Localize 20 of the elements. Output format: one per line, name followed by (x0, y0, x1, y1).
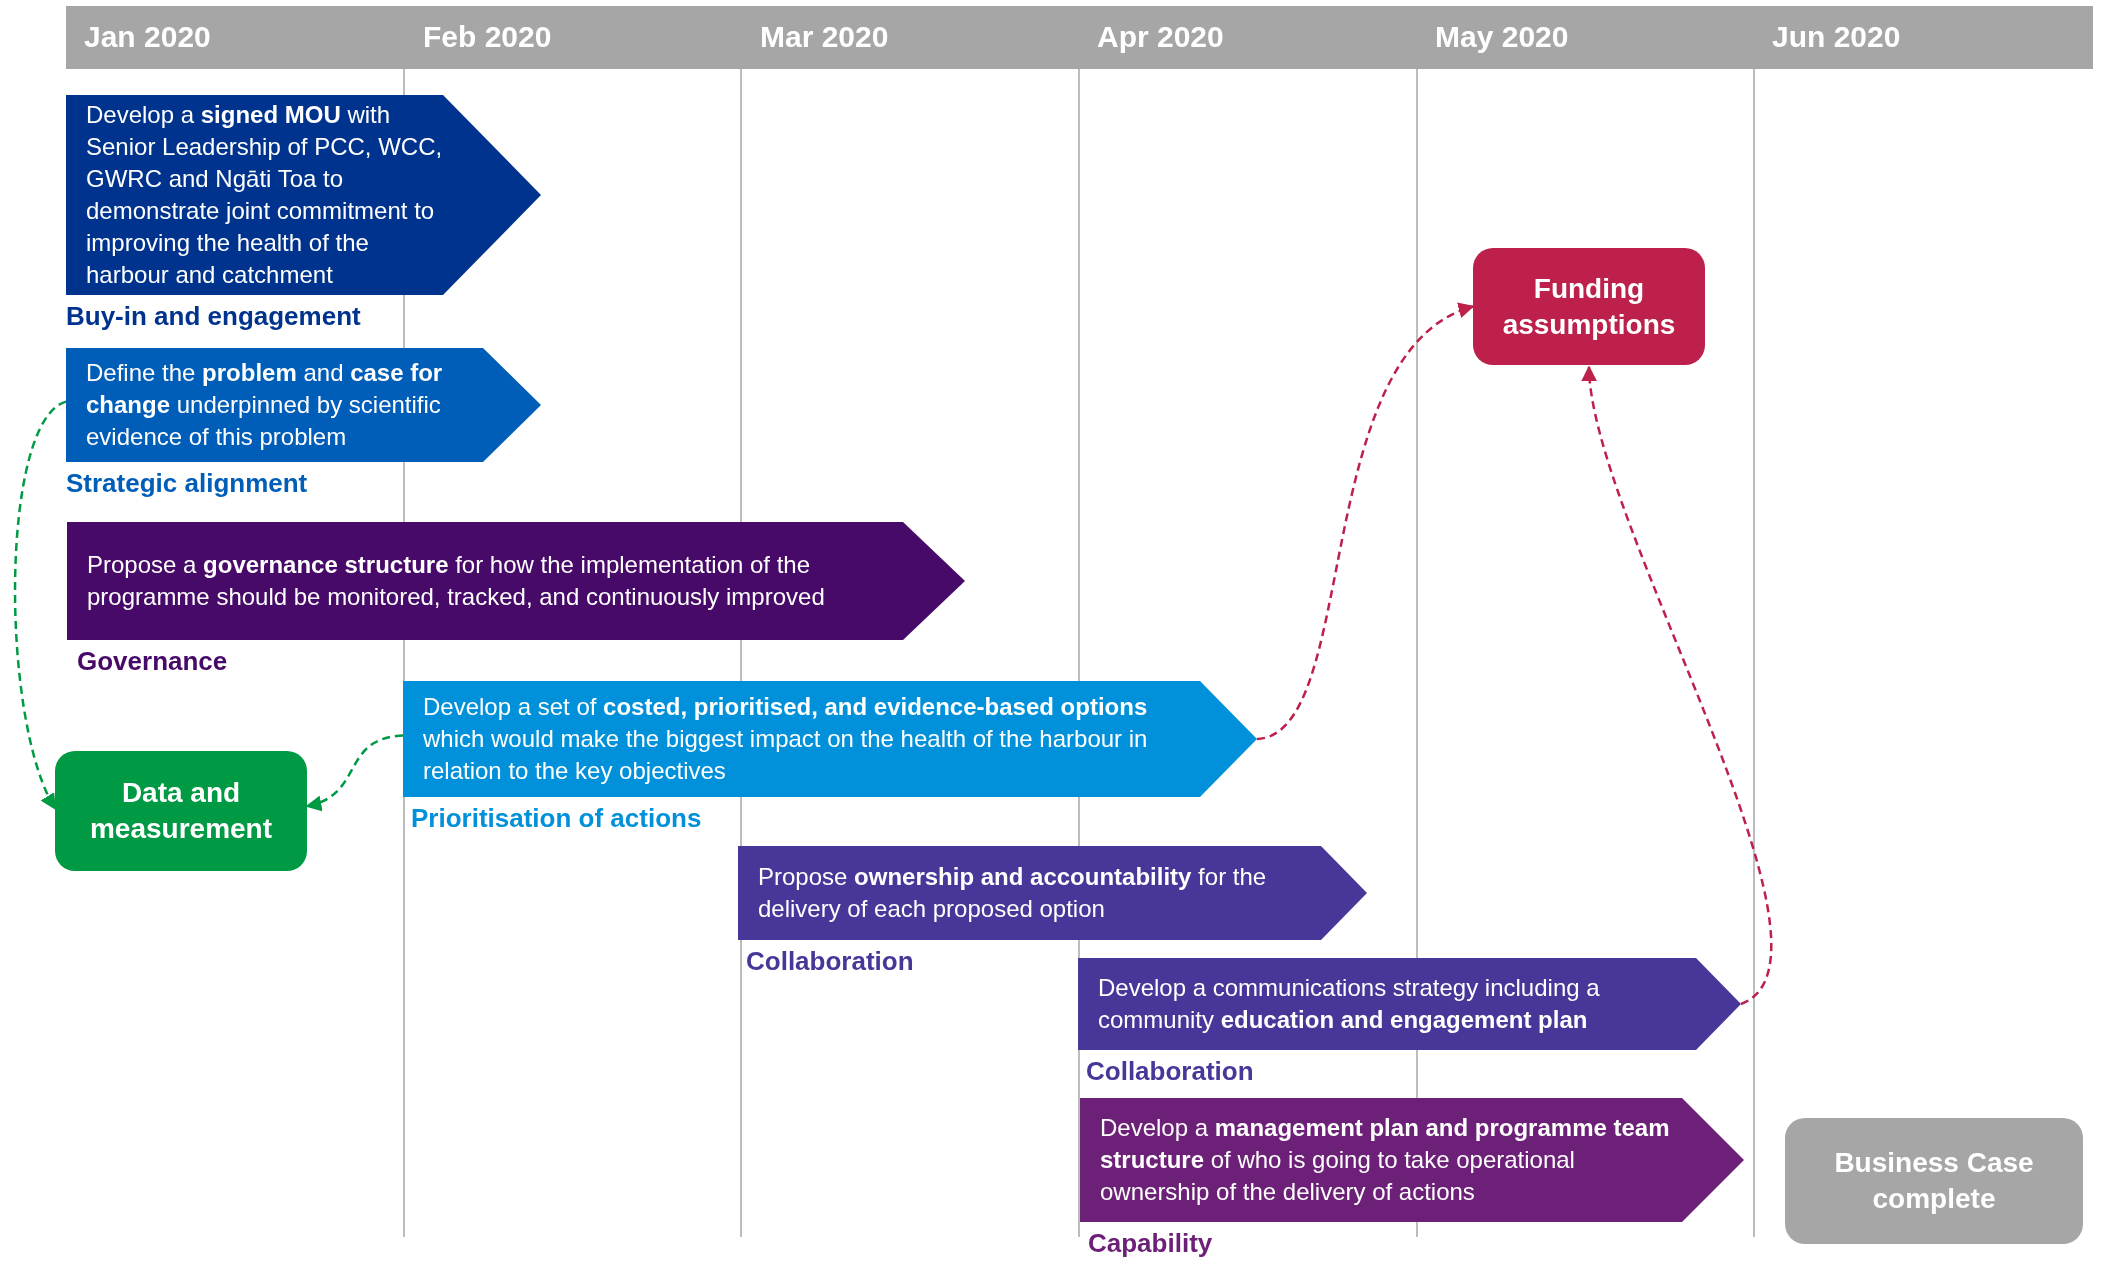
category-label: Governance (77, 646, 228, 676)
month-label: May 2020 (1435, 20, 1569, 54)
dashed-arrow (305, 734, 404, 810)
rounded-box: Funding assumptions (1473, 248, 1705, 365)
month-label: Feb 2020 (423, 20, 552, 54)
category-label: Prioritisation of actions (411, 803, 702, 833)
month-label: Jan 2020 (84, 20, 211, 54)
rounded-box: Data and measurement (55, 751, 307, 871)
category-label: Strategic alignment (66, 468, 308, 498)
dashed-arrow (1256, 305, 1475, 741)
category-label: Capability (1088, 1228, 1213, 1258)
month-label: Jun 2020 (1772, 20, 1901, 54)
category-label: Collaboration (746, 946, 914, 976)
category-label: Collaboration (1086, 1056, 1254, 1086)
category-label: Buy-in and engagement (66, 301, 361, 331)
month-label: Mar 2020 (760, 20, 889, 54)
dashed-arrow (1582, 365, 1773, 1005)
rounded-box: Business Case complete (1785, 1118, 2083, 1244)
month-label: Apr 2020 (1097, 20, 1224, 54)
dashed-arrow (13, 400, 67, 811)
